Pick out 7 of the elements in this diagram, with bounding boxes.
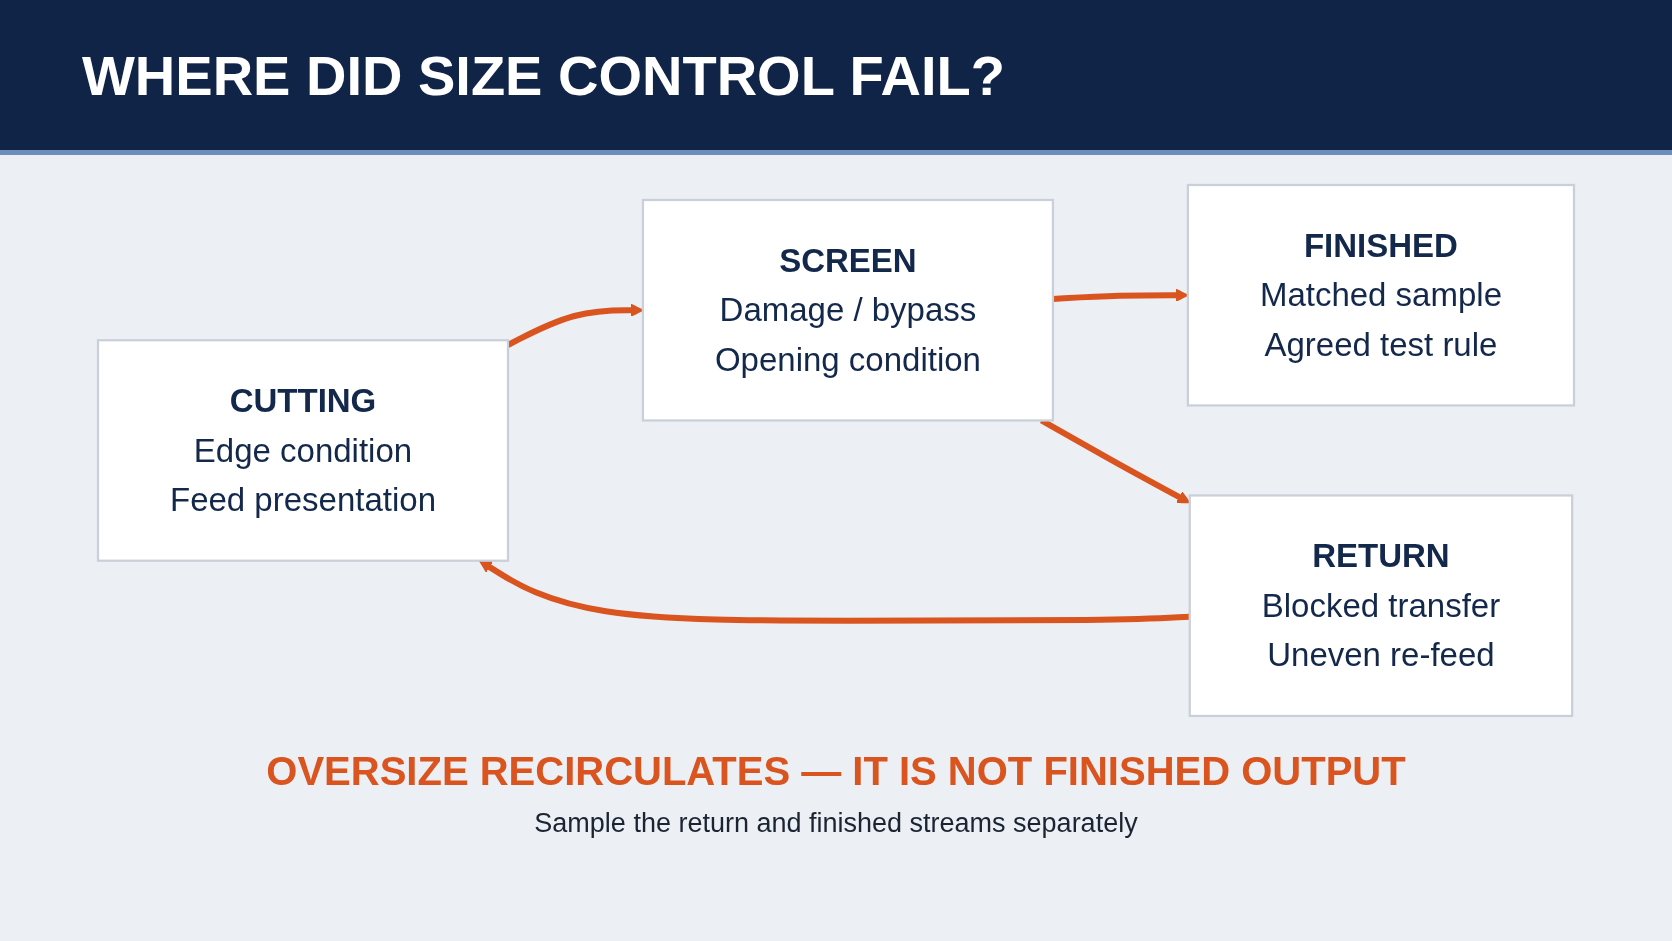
note: Sample the return and finished streams separately bbox=[534, 808, 1138, 839]
title: WHERE DID SIZE CONTROL FAIL? bbox=[82, 42, 1005, 108]
node-box: SCREEN Damage / bypass Opening condition bbox=[641, 198, 1055, 422]
node-box: FINISHED Matched sample Agreed test rule bbox=[1186, 183, 1576, 407]
headline-note: OVERSIZE RECIRCULATES — IT IS NOT FINISHED OUTPUT bbox=[266, 749, 1406, 794]
node-box: RETURN Blocked transfer Uneven re-feed bbox=[1188, 493, 1574, 717]
node-box: CUTTING Edge condition Feed presentation bbox=[96, 338, 510, 562]
